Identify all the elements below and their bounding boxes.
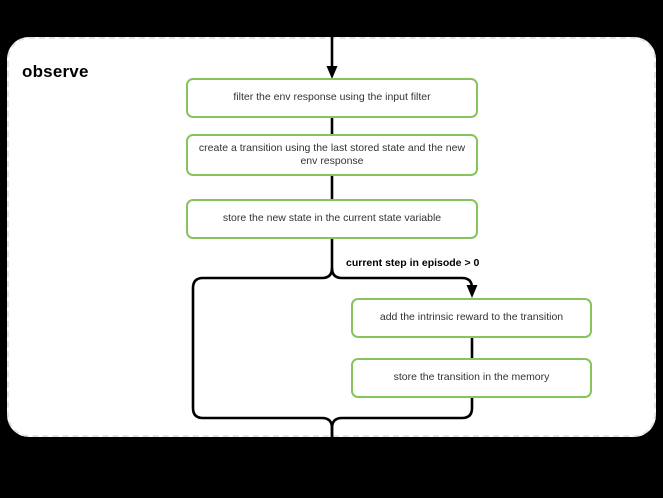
node-label: store the new state in the current state… xyxy=(222,212,442,225)
node-label: create a transition using the last store… xyxy=(198,141,466,167)
edge-label-condition: current step in episode > 0 xyxy=(346,257,480,269)
node-store-new-state[interactable]: store the new state in the current state… xyxy=(186,199,478,239)
node-filter-env-response[interactable]: filter the env response using the input … xyxy=(186,78,478,118)
node-label: store the transition in the memory xyxy=(393,371,550,384)
node-add-intrinsic-reward[interactable]: add the intrinsic reward to the transiti… xyxy=(351,298,592,338)
node-store-transition-memory[interactable]: store the transition in the memory xyxy=(351,358,592,398)
node-label: filter the env response using the input … xyxy=(233,91,431,104)
node-create-transition[interactable]: create a transition using the last store… xyxy=(186,134,478,176)
subgraph-title: observe xyxy=(22,62,89,81)
node-label: add the intrinsic reward to the transiti… xyxy=(379,311,564,324)
